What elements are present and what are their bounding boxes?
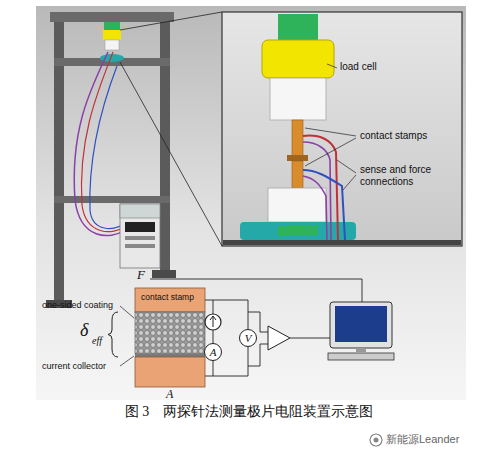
zoom-inset (222, 12, 462, 246)
part-label: current collector (42, 361, 106, 371)
meter-symbol: A (210, 347, 217, 358)
part-label: sense and force connections (360, 164, 452, 187)
watermark: 新能源Leander (386, 433, 459, 446)
meter-circle: A (204, 343, 222, 361)
part-label: contact stamps (360, 130, 427, 142)
schematic (108, 279, 394, 387)
figure-caption: 图 3 两探针法测量极片电阻装置示意图 (0, 404, 498, 420)
part-label: one-sided coating (42, 300, 113, 310)
meter-symbol: V (245, 333, 252, 344)
watermark-icon (370, 434, 382, 446)
area-symbol: A (166, 388, 173, 402)
meter-circle: V (239, 329, 257, 347)
thickness-symbol: δ (80, 320, 88, 341)
render-background (36, 6, 466, 400)
thickness-subscript: eff (92, 335, 102, 347)
watermark-icon (374, 438, 379, 443)
force-symbol: F (137, 268, 145, 283)
part-label: contact stamp (141, 293, 194, 303)
part-label: load cell (340, 61, 377, 73)
test-frame (46, 12, 176, 308)
